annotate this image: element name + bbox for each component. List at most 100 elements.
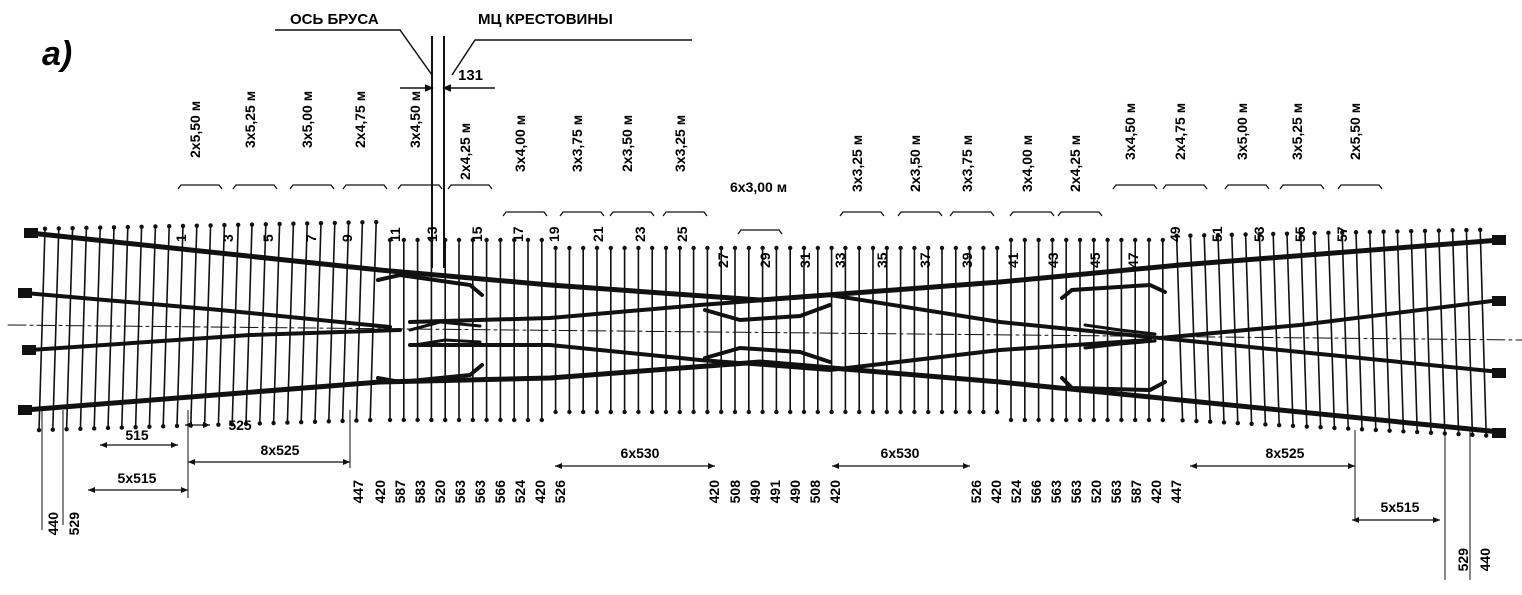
- tie: [107, 227, 115, 429]
- tie: [1369, 231, 1377, 431]
- tie-number: 39: [959, 252, 975, 268]
- tie-end-mark: [1346, 426, 1351, 431]
- tie: [190, 225, 198, 426]
- tie-end-mark: [1160, 417, 1166, 423]
- tie-end-mark: [1077, 417, 1083, 423]
- group-bracket: [737, 229, 783, 235]
- tie-end-mark: [567, 245, 572, 251]
- tie-end-mark: [1470, 432, 1475, 438]
- tie-end-mark: [470, 417, 475, 423]
- tie-end-mark: [1450, 228, 1455, 233]
- vertical-dimension-value: 563: [472, 480, 488, 504]
- tie-end-mark: [1050, 237, 1055, 243]
- tie: [217, 225, 226, 425]
- rail-joint: [18, 405, 32, 415]
- tie-end-mark: [161, 424, 166, 429]
- tie-group-label: 3x5,25 м: [1289, 103, 1305, 160]
- vertical-dimension-value: 490: [747, 480, 763, 504]
- group-bracket: [397, 184, 443, 190]
- tie-end-mark: [1249, 421, 1254, 426]
- tie-end-mark: [1064, 237, 1069, 243]
- tie-end-mark: [1456, 431, 1461, 437]
- tie-end-mark: [691, 409, 696, 415]
- tie-end-mark: [78, 426, 83, 432]
- tie-end-mark: [746, 409, 751, 415]
- tie: [121, 227, 129, 428]
- tie-number: 5: [260, 234, 276, 242]
- group-bracket: [609, 211, 655, 217]
- tie-end-mark: [1409, 228, 1414, 234]
- tie: [369, 222, 377, 421]
- tie-group-label: 3x3,75 м: [569, 115, 585, 172]
- rails: [7, 228, 1522, 438]
- tie-end-mark: [581, 245, 586, 251]
- tie-end-mark: [1395, 229, 1400, 234]
- tie-number: 53: [1251, 226, 1267, 242]
- center-frog-top: [703, 303, 832, 323]
- tie-end-mark: [1180, 418, 1185, 423]
- dimension-label: 525: [228, 417, 252, 433]
- tie-end-mark: [953, 409, 958, 415]
- tie-end-mark: [774, 245, 779, 251]
- tie: [1396, 231, 1405, 432]
- tie-number: 33: [832, 252, 848, 268]
- tie-number: 15: [469, 226, 485, 242]
- tie-end-mark: [1415, 429, 1420, 435]
- guard-rail-right-bottom: [1060, 376, 1167, 393]
- tie-end-mark: [1290, 423, 1296, 429]
- tie-end-mark: [995, 409, 1000, 415]
- tie-end-mark: [650, 245, 655, 251]
- tie-end-mark: [1221, 420, 1227, 425]
- tie-number: 19: [546, 226, 562, 242]
- tie-end-mark: [1133, 237, 1138, 243]
- tie-end-mark: [111, 225, 117, 230]
- tie-end-mark: [1160, 237, 1166, 243]
- tie-end-mark: [401, 237, 406, 243]
- tie: [1286, 233, 1294, 426]
- arrow: [708, 463, 715, 469]
- arrow: [963, 463, 970, 469]
- tie-end-mark: [567, 409, 572, 415]
- rail-joint: [18, 288, 32, 298]
- tie-group-label: 3x4,50 м: [407, 91, 423, 148]
- group-bracket: [447, 184, 493, 190]
- tie-number: 3: [220, 234, 236, 242]
- tie-end-mark: [230, 422, 235, 427]
- tie-end-mark: [1422, 228, 1428, 234]
- tie-end-mark: [622, 245, 627, 251]
- dimension-label: 515: [125, 427, 149, 443]
- tie-end-mark: [912, 245, 917, 251]
- vertical-dimension-value: 526: [968, 480, 984, 504]
- tie-end-mark: [939, 409, 945, 415]
- callout-lines: [275, 29, 692, 268]
- vertical-dimension-value: 529: [1455, 548, 1471, 572]
- tie-end-mark: [1036, 417, 1041, 423]
- tie-end-mark: [843, 245, 848, 251]
- tie-end-mark: [1146, 417, 1152, 423]
- tie: [355, 222, 364, 421]
- tie-group-label: 2x3,50 м: [619, 115, 635, 172]
- tie-end-mark: [174, 423, 180, 429]
- tie: [272, 223, 281, 424]
- vertical-dimension-value: 520: [1088, 480, 1104, 504]
- tie-end-mark: [967, 245, 972, 251]
- tie-end-mark: [870, 245, 876, 251]
- rail-joint: [1492, 368, 1506, 378]
- tie-end-mark: [1091, 237, 1097, 243]
- tie-end-mark: [870, 409, 876, 415]
- tie-number: 27: [715, 252, 731, 268]
- tie-end-mark: [139, 224, 144, 229]
- arrow: [1190, 463, 1197, 469]
- tie-end-mark: [995, 245, 1000, 251]
- tie-end-mark: [1188, 233, 1193, 238]
- vertical-dimension-value: 420: [827, 480, 843, 504]
- tie-end-mark: [898, 245, 903, 251]
- tie-end-mark: [125, 224, 130, 230]
- group-bracket: [289, 184, 335, 190]
- tie-end-mark: [257, 421, 262, 426]
- tie-end-mark: [1284, 231, 1290, 236]
- tie-end-mark: [443, 417, 448, 423]
- arrow: [832, 463, 839, 469]
